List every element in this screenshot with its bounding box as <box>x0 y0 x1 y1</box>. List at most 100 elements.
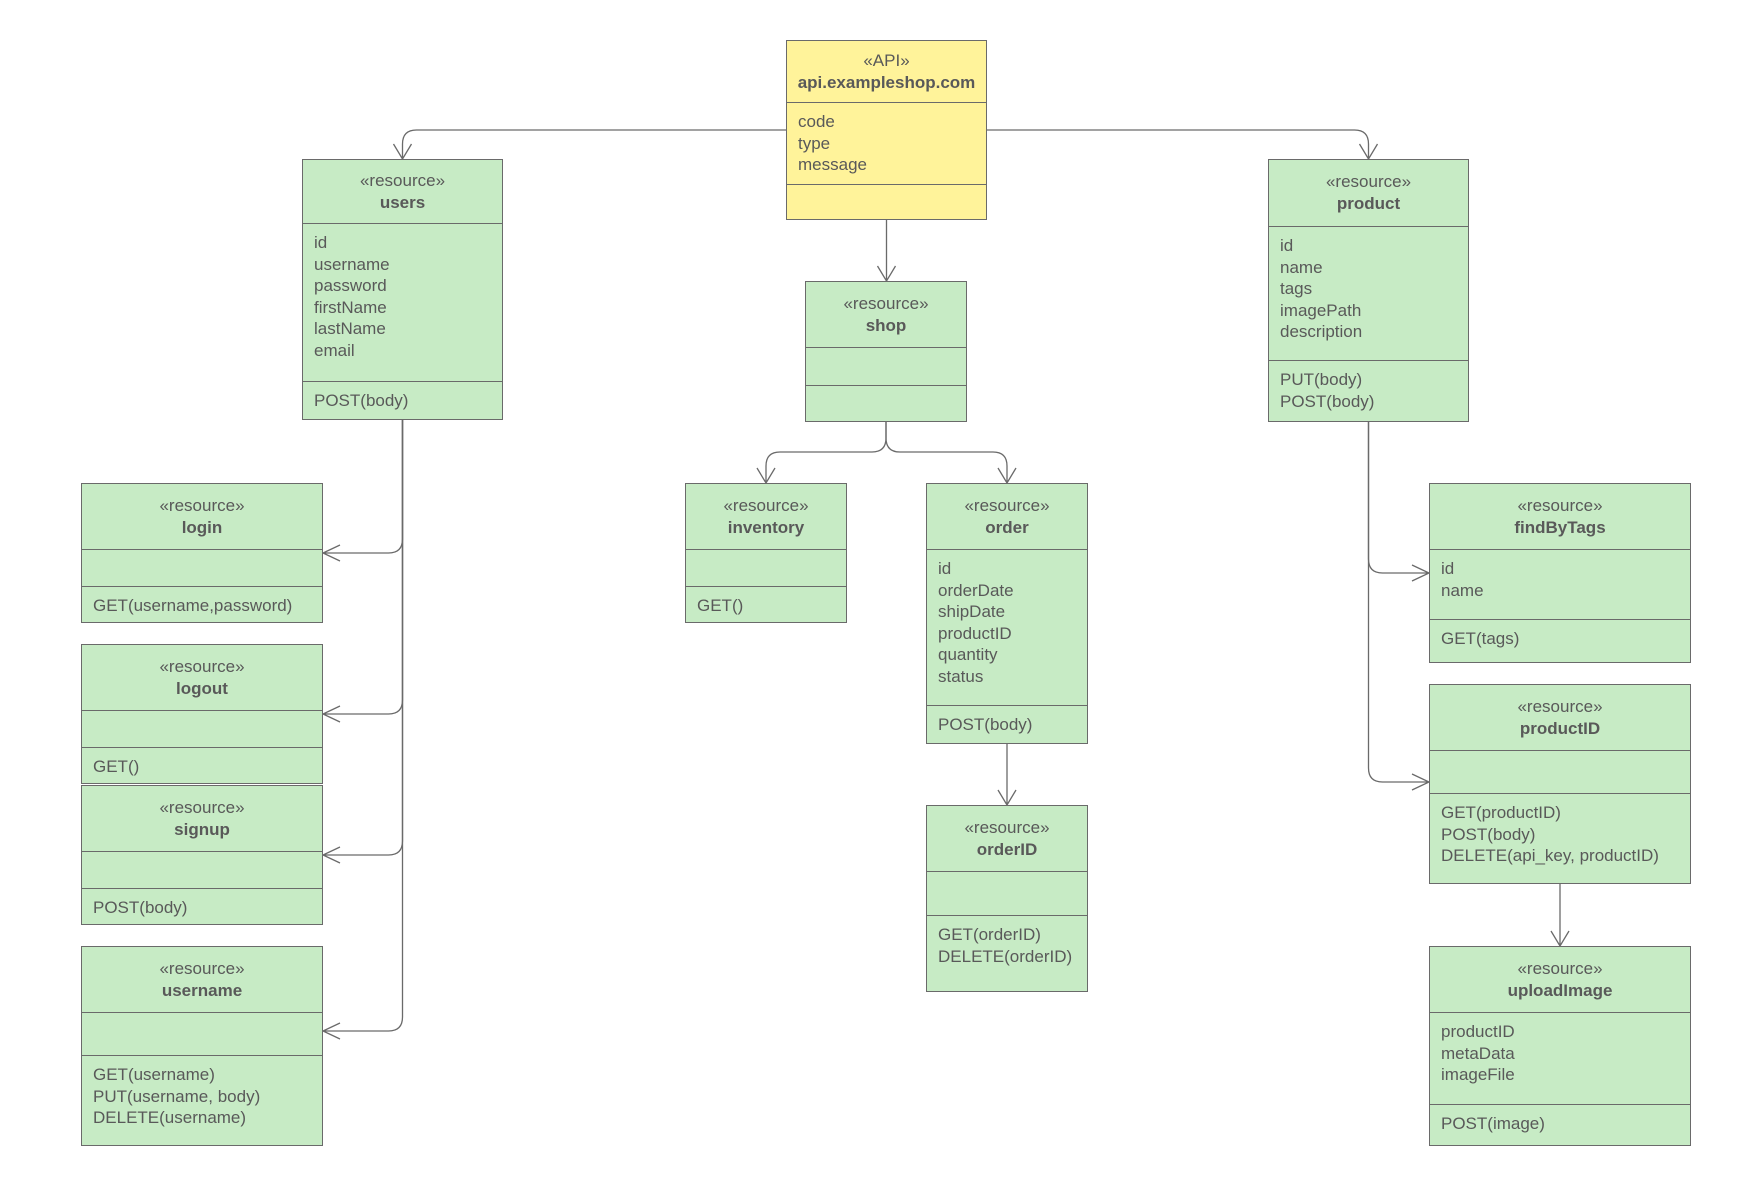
box-header: «resource»uploadImage <box>1430 947 1690 1012</box>
operation-item: POST(body) <box>1441 824 1536 844</box>
connector-product-to-productID <box>1367 422 1431 791</box>
box-header: «resource»shop <box>806 282 966 347</box>
box-header: «resource»users <box>303 160 502 223</box>
attribute-item: firstName <box>314 297 387 317</box>
operation-item: POST(body) <box>93 898 188 917</box>
box-header: «resource»inventory <box>686 484 846 549</box>
operation-section: POST(image) <box>1430 1104 1690 1147</box>
operation-item: GET(productID) <box>1441 803 1561 822</box>
attribute-item: id <box>1280 236 1294 255</box>
box-header: «API»api.exampleshop.com <box>787 41 986 102</box>
connector-users-to-logout <box>321 420 404 723</box>
attribute-item: lastName <box>314 319 386 338</box>
attribute-section <box>82 710 322 747</box>
attribute-item: quantity <box>938 645 998 664</box>
resource-name: inventory <box>727 517 805 537</box>
attribute-section <box>927 871 1087 915</box>
attribute-item: id <box>1441 559 1455 578</box>
operation-item: GET() <box>93 757 140 776</box>
operation-item: DELETE(username) <box>93 1108 247 1127</box>
connector-api-to-users <box>392 129 786 161</box>
connector-product-to-findByTags <box>1367 422 1431 582</box>
stereotype-label: «resource» <box>1517 696 1603 716</box>
operation-section: GET(tags) <box>1430 619 1690 664</box>
operation-item: POST(body) <box>1280 391 1375 411</box>
operation-item: DELETE(orderID) <box>938 946 1073 966</box>
resource-name: api.exampleshop.com <box>797 72 976 92</box>
box-header: «resource»productID <box>1430 685 1690 750</box>
attribute-section: productID metaData imageFile <box>1430 1012 1690 1104</box>
stereotype-label: «resource» <box>964 817 1050 837</box>
operation-item: GET(username,password) <box>93 596 293 615</box>
attribute-item: tags <box>1280 279 1313 298</box>
stereotype-label: «API» <box>863 50 910 70</box>
resource-name: findByTags <box>1514 517 1606 537</box>
attribute-item: name <box>1441 580 1484 600</box>
operation-item: POST(image) <box>1441 1114 1545 1133</box>
resource-name: productID <box>1519 718 1601 738</box>
operation-section <box>787 184 986 221</box>
connector-api-to-product <box>987 129 1379 161</box>
resource-name: product <box>1336 194 1401 213</box>
attribute-item: password <box>314 276 387 295</box>
connector-productID-to-uploadImage <box>1550 884 1570 948</box>
stereotype-label: «resource» <box>1325 172 1412 191</box>
resource-name: username <box>161 980 243 1000</box>
attribute-item: imagePath <box>1280 300 1362 320</box>
stereotype-label: «resource» <box>159 656 245 676</box>
operation-section: GET() <box>686 586 846 624</box>
operation-section: POST(body) <box>927 705 1087 745</box>
connector-api-to-shop <box>876 220 897 283</box>
box-header: «resource»findByTags <box>1430 484 1690 549</box>
box-header: «resource»login <box>82 484 322 549</box>
attribute-section <box>82 1012 322 1055</box>
attribute-item: id <box>938 559 952 578</box>
operation-item: POST(body) <box>314 391 409 410</box>
attribute-section <box>686 549 846 586</box>
attribute-item: type <box>798 133 831 153</box>
attribute-item: shipDate <box>938 602 1006 621</box>
attribute-item: metaData <box>1441 1043 1515 1063</box>
operation-section: PUT(body)POST(body) <box>1269 360 1468 423</box>
connector-users-to-username <box>321 420 404 1040</box>
operation-section: GET() <box>82 747 322 785</box>
attribute-item: id <box>314 233 328 252</box>
stereotype-label: «resource» <box>843 293 929 313</box>
stereotype-label: «resource» <box>964 495 1050 515</box>
attribute-item: orderDate <box>938 580 1014 600</box>
operation-item: GET(tags) <box>1441 629 1520 648</box>
attribute-item: productID <box>1441 1022 1515 1041</box>
operation-item: DELETE(api_key, productID) <box>1441 846 1659 865</box>
operation-section: GET(username,password) <box>82 586 322 624</box>
attribute-section <box>82 549 322 586</box>
operation-section: GET(username)PUT(username, body)DELETE(u… <box>82 1055 322 1147</box>
connector-users-to-login <box>321 420 404 562</box>
connector-order-to-orderID <box>997 744 1017 807</box>
attribute-item: description <box>1280 322 1363 341</box>
resource-name: shop <box>865 315 907 335</box>
resource-name: logout <box>176 678 228 698</box>
attribute-item: email <box>314 340 355 360</box>
connector-users-to-signup <box>321 420 404 864</box>
operation-item: PUT(username, body) <box>93 1086 261 1106</box>
stereotype-label: «resource» <box>1517 958 1603 978</box>
resource-box-uploadImage: «resource»uploadImage productID metaData im… <box>1429 946 1691 1146</box>
operation-section <box>806 385 966 423</box>
attribute-item: productID <box>938 623 1012 643</box>
box-header: «resource»orderID <box>927 806 1087 871</box>
resource-box-productID: «resource»productID GET(productID) POST(bo… <box>1429 684 1691 884</box>
attribute-section: id name <box>1430 549 1690 619</box>
attribute-item: imageFile <box>1441 1065 1515 1084</box>
operation-section: GET(productID) POST(body) DELETE(api_key, … <box>1430 793 1690 885</box>
stereotype-label: «resource» <box>359 170 446 190</box>
